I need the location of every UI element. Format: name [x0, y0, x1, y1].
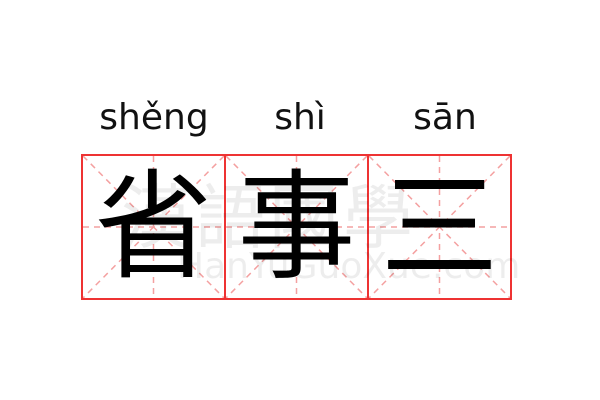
pinyin-2: shì [274, 97, 326, 138]
tian-grid-guides [226, 156, 367, 298]
hanzi-3: 三 [380, 158, 499, 296]
character-grid: 省 事 三 [81, 154, 518, 300]
hanzi-1: 省 [94, 158, 213, 296]
character-cell-3: 三 [367, 154, 512, 300]
tian-grid-guides [369, 156, 510, 298]
pinyin-3: sān [413, 97, 477, 138]
character-cell-1: 省 [81, 154, 226, 300]
tian-grid-guides [83, 156, 224, 298]
hanzi-2: 事 [237, 158, 356, 296]
pinyin-1: shěng [99, 97, 209, 138]
character-cell-2: 事 [224, 154, 369, 300]
